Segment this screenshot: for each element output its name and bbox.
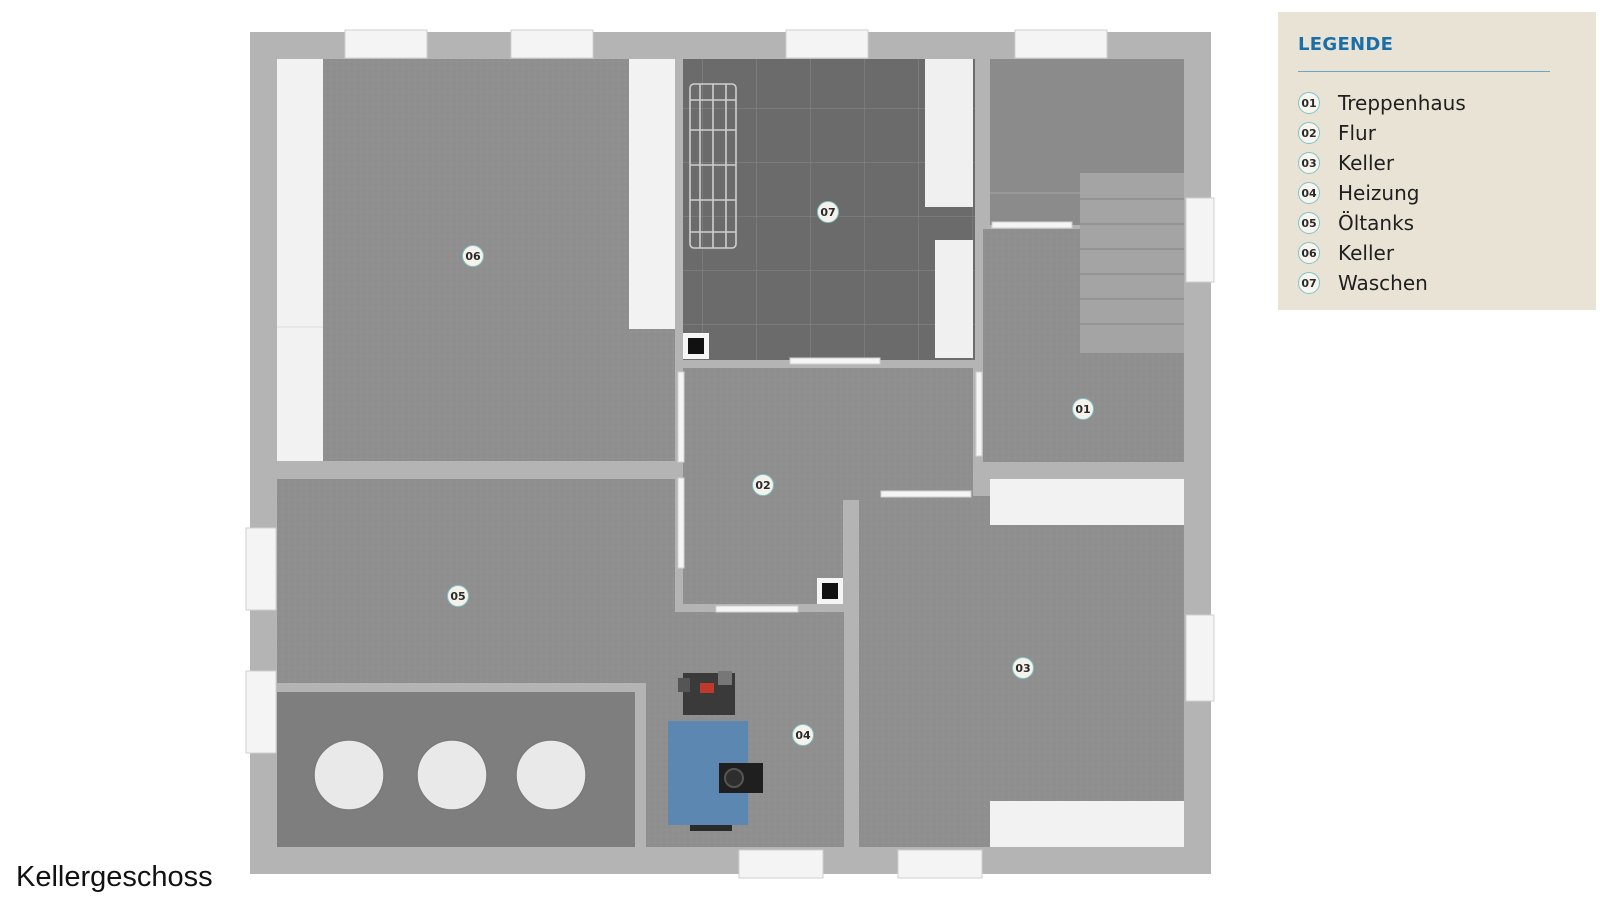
washing-machine-icon <box>689 83 737 249</box>
door-icon <box>677 221 1073 613</box>
legend-number-badge: 03 <box>1298 152 1320 174</box>
room-05-floor <box>277 479 675 683</box>
boiler-icon <box>668 671 763 831</box>
legend-number-badge: 04 <box>1298 182 1320 204</box>
room-02-floor <box>683 368 973 500</box>
room-02-lower-floor <box>683 496 843 604</box>
floor-plan <box>245 29 1215 879</box>
room-marker-06: 06 <box>462 245 484 267</box>
legend-number-badge: 07 <box>1298 272 1320 294</box>
room-marker-02: 02 <box>752 474 774 496</box>
shelf <box>990 801 1184 847</box>
legend-label: Öltanks <box>1338 211 1415 235</box>
legend-item: 06 Keller <box>1298 238 1588 268</box>
legend-number-badge: 06 <box>1298 242 1320 264</box>
room-marker-07: 07 <box>817 201 839 223</box>
floor-caption: Kellergeschoss <box>16 861 213 893</box>
window-icon <box>245 29 1215 879</box>
room-marker-03: 03 <box>1012 657 1034 679</box>
legend-divider <box>1298 71 1550 72</box>
staircase-icon <box>990 173 1184 353</box>
legend-label: Waschen <box>1338 271 1428 295</box>
room-marker-01: 01 <box>1072 398 1094 420</box>
legend-item: 01 Treppenhaus <box>1298 88 1588 118</box>
legend-list: 01 Treppenhaus 02 Flur 03 Keller 04 Heiz… <box>1298 88 1588 298</box>
legend-item: 04 Heizung <box>1298 178 1588 208</box>
legend-number-badge: 02 <box>1298 122 1320 144</box>
legend-label: Heizung <box>1338 181 1420 205</box>
shelf <box>629 59 675 329</box>
cabinet <box>925 59 973 207</box>
shelf <box>277 59 323 461</box>
legend-number-badge: 05 <box>1298 212 1320 234</box>
legend-title: LEGENDE <box>1298 34 1394 55</box>
legend-label: Treppenhaus <box>1338 91 1466 115</box>
room-marker-05: 05 <box>447 585 469 607</box>
legend-label: Keller <box>1338 151 1395 175</box>
oil-tank-icon <box>313 739 587 811</box>
legend-panel: LEGENDE 01 Treppenhaus 02 Flur 03 Keller… <box>1278 12 1596 310</box>
legend-item: 05 Öltanks <box>1298 208 1588 238</box>
legend-item: 07 Waschen <box>1298 268 1588 298</box>
room-marker-04: 04 <box>792 724 814 746</box>
legend-item: 02 Flur <box>1298 118 1588 148</box>
shelf <box>990 479 1184 525</box>
legend-label: Keller <box>1338 241 1395 265</box>
legend-number-badge: 01 <box>1298 92 1320 114</box>
legend-label: Flur <box>1338 121 1376 145</box>
legend-item: 03 Keller <box>1298 148 1588 178</box>
cabinet <box>935 240 973 358</box>
